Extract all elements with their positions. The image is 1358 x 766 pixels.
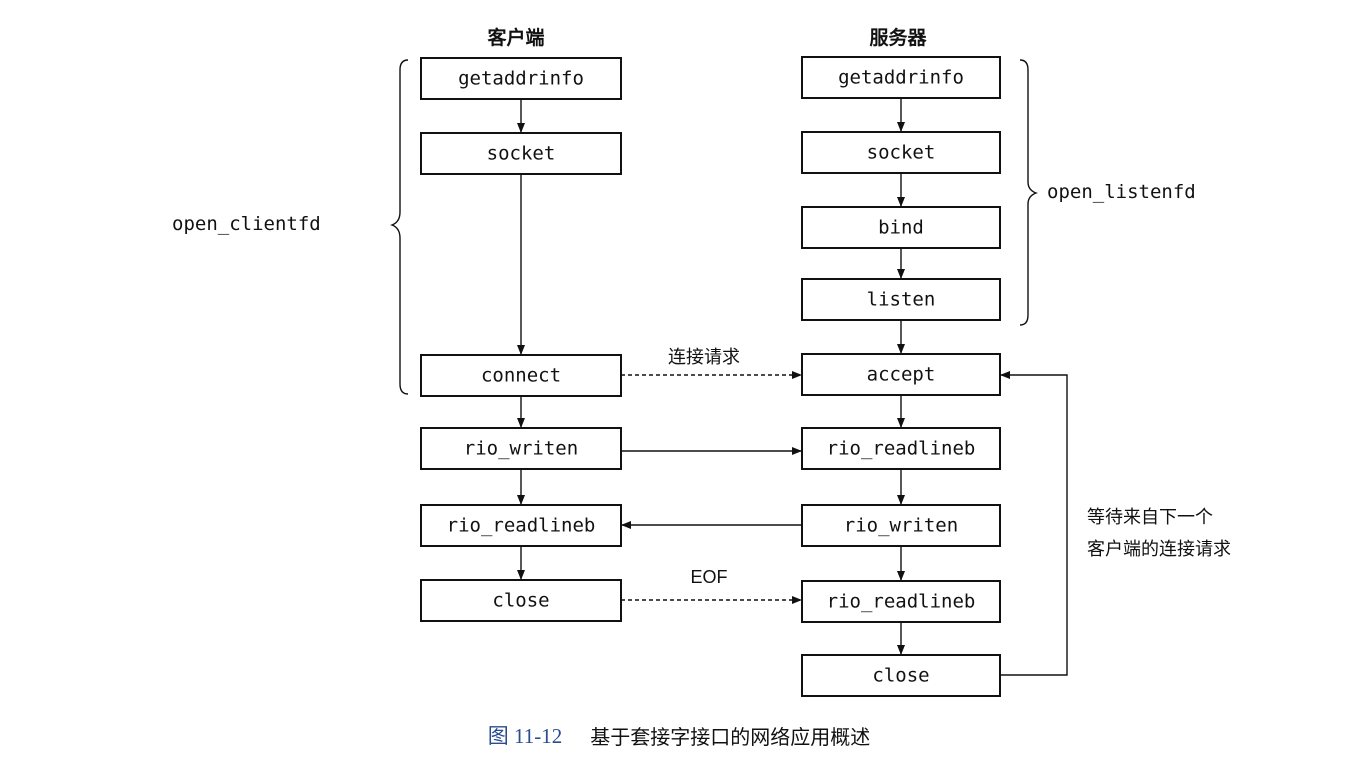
svg-text:listen: listen [867, 289, 936, 311]
client-rio-readlineb-box: rio_readlineb [420, 504, 622, 547]
open-clientfd-label: open_clientfd [172, 213, 321, 235]
connection-request-label: 连接请求 [668, 347, 740, 368]
server-bind-box: bind [801, 206, 1001, 249]
client-getaddrinfo-box: getaddrinfo [420, 57, 622, 100]
eof-label: EOF [690, 567, 727, 587]
socket-flow-diagram: 客户端 服务器 getaddrinfo socket connect rio_w… [172, 26, 1231, 697]
figure-number: 图 11-12 [487, 724, 563, 748]
client-connect-box: connect [420, 354, 622, 397]
open-clientfd-brace [390, 59, 409, 395]
figure-title: 基于套接字接口的网络应用概述 [590, 724, 871, 749]
svg-text:bind: bind [878, 217, 924, 239]
open-listenfd-brace [1019, 59, 1038, 326]
open-listenfd-label: open_listenfd [1047, 181, 1196, 203]
client-rio-writen-box: rio_writen [420, 427, 622, 470]
arrow-loop-close-to-accept [1000, 371, 1068, 676]
svg-text:socket: socket [487, 143, 556, 165]
svg-text:getaddrinfo: getaddrinfo [838, 67, 964, 89]
svg-text:getaddrinfo: getaddrinfo [458, 68, 584, 90]
server-column-header: 服务器 [869, 26, 927, 49]
server-close-box: close [801, 654, 1001, 697]
svg-text:rio_writen: rio_writen [844, 515, 958, 537]
client-close-box: close [420, 579, 622, 622]
server-listen-box: listen [801, 278, 1001, 321]
svg-text:accept: accept [867, 364, 936, 386]
svg-text:close: close [492, 590, 549, 612]
server-rio-writen-box: rio_writen [801, 504, 1001, 547]
wait-next-client-label-line1: 等待来自下一个 [1087, 507, 1213, 528]
wait-next-client-label-line2: 客户端的连接请求 [1087, 539, 1231, 560]
server-accept-box: accept [801, 353, 1001, 396]
svg-text:socket: socket [867, 142, 936, 164]
client-socket-box: socket [420, 132, 622, 175]
svg-text:rio_readlineb: rio_readlineb [827, 591, 976, 613]
svg-text:rio_readlineb: rio_readlineb [447, 515, 596, 537]
svg-text:close: close [872, 665, 929, 687]
svg-text:rio_writen: rio_writen [464, 438, 578, 460]
client-column-header: 客户端 [487, 26, 544, 49]
server-socket-box: socket [801, 131, 1001, 174]
server-getaddrinfo-box: getaddrinfo [801, 56, 1001, 99]
svg-text:rio_readlineb: rio_readlineb [827, 438, 976, 460]
svg-text:connect: connect [481, 365, 561, 387]
figure-caption: 图 11-12 基于套接字接口的网络应用概述 [0, 718, 1358, 752]
server-rio-readlineb-box: rio_readlineb [801, 427, 1001, 470]
server-rio-readlineb-eof-box: rio_readlineb [801, 580, 1001, 623]
